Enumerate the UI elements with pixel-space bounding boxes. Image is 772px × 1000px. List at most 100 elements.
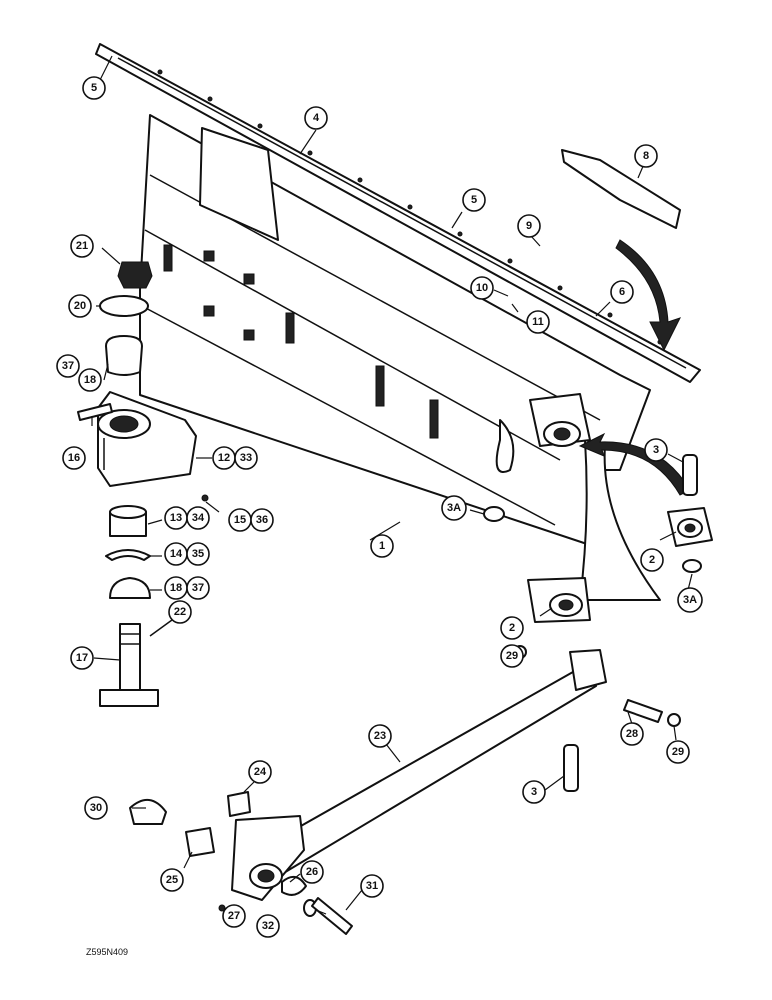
svg-text:33: 33	[240, 452, 252, 464]
upper-hinge-bracket	[495, 393, 591, 473]
svg-text:34: 34	[192, 512, 205, 524]
svg-text:3A: 3A	[683, 594, 697, 606]
svg-text:5: 5	[91, 82, 97, 94]
svg-text:15: 15	[234, 514, 246, 526]
callout-20: 20	[68, 294, 92, 318]
callout-36: 36	[250, 508, 274, 532]
callout-31: 31	[360, 874, 384, 898]
callouts: 5 4 5 6 8 9 10 11 21 20 18 37 16 12 33 1…	[56, 76, 703, 938]
callout-34: 34	[186, 506, 210, 530]
svg-text:36: 36	[256, 514, 268, 526]
callout-5-mid: 5	[462, 188, 486, 212]
callout-29-lower: 29	[666, 740, 690, 764]
callout-3a-upper: 3A	[441, 495, 467, 521]
callout-27: 27	[222, 904, 246, 928]
svg-text:21: 21	[76, 240, 88, 252]
svg-text:18: 18	[170, 582, 182, 594]
callout-37-upper: 37	[56, 354, 80, 378]
thrust-washer-20	[99, 295, 149, 317]
svg-text:2: 2	[509, 622, 515, 634]
callout-28: 28	[620, 722, 644, 746]
svg-text:22: 22	[174, 606, 186, 618]
callout-29-upper: 29	[500, 644, 524, 668]
svg-text:8: 8	[643, 150, 649, 162]
svg-text:37: 37	[192, 582, 204, 594]
callout-17: 17	[70, 646, 94, 670]
snap-ring-26	[281, 875, 307, 896]
svg-text:29: 29	[672, 746, 684, 758]
bolt-16	[77, 403, 113, 421]
svg-text:37: 37	[62, 360, 74, 372]
callout-25: 25	[160, 868, 184, 892]
callout-3a-lower: 3A	[677, 587, 703, 613]
svg-text:30: 30	[90, 802, 102, 814]
callout-35: 35	[186, 542, 210, 566]
svg-text:6: 6	[619, 286, 625, 298]
pivot-arrow	[578, 432, 691, 496]
callout-33: 33	[234, 446, 258, 470]
svg-text:3A: 3A	[447, 502, 461, 514]
svg-text:31: 31	[366, 880, 378, 892]
callout-12: 12	[212, 446, 236, 470]
callout-4: 4	[304, 106, 328, 130]
callout-3-upper: 3	[644, 438, 668, 462]
svg-text:29: 29	[506, 650, 518, 662]
callout-37-lower: 37	[186, 576, 210, 600]
svg-text:32: 32	[262, 920, 274, 932]
bushing-25	[185, 827, 215, 857]
callout-2-lower: 2	[500, 616, 524, 640]
svg-text:13: 13	[170, 512, 182, 524]
pin-lower	[563, 744, 579, 792]
svg-text:28: 28	[626, 728, 638, 740]
washer-3a-upper	[483, 506, 505, 522]
callout-18-upper: 18	[78, 368, 102, 392]
callout-26: 26	[300, 860, 324, 884]
callout-3-lower: 3	[522, 780, 546, 804]
callout-15: 15	[228, 508, 252, 532]
lower-hinge-bracket	[527, 577, 591, 623]
svg-text:10: 10	[476, 282, 488, 294]
cap-30	[129, 799, 167, 825]
svg-text:20: 20	[74, 300, 86, 312]
callout-32: 32	[256, 914, 280, 938]
svg-text:27: 27	[228, 910, 240, 922]
callout-6: 6	[610, 280, 634, 304]
svg-text:5: 5	[471, 194, 477, 206]
svg-text:9: 9	[526, 220, 532, 232]
svg-text:11: 11	[532, 316, 544, 328]
callout-9: 9	[517, 214, 541, 238]
svg-text:3: 3	[531, 786, 537, 798]
callout-30: 30	[84, 796, 108, 820]
svg-text:12: 12	[218, 452, 230, 464]
pivot-block	[667, 507, 713, 547]
cap-18-upper	[105, 335, 143, 376]
bolt-31	[311, 897, 353, 935]
castle-nut	[117, 261, 153, 289]
bushing-24	[227, 791, 251, 817]
callout-2-right: 2	[640, 548, 664, 572]
push-arm	[231, 649, 607, 901]
svg-text:16: 16	[68, 452, 80, 464]
callout-13: 13	[164, 506, 188, 530]
callout-16: 16	[62, 446, 86, 470]
callout-18-lower: 18	[164, 576, 188, 600]
pin-28	[623, 699, 663, 723]
svg-text:24: 24	[254, 766, 267, 778]
callout-23: 23	[368, 724, 392, 748]
callout-5-top: 5	[82, 76, 106, 100]
callout-8: 8	[634, 144, 658, 168]
callout-21: 21	[70, 234, 94, 258]
svg-text:17: 17	[76, 652, 88, 664]
spindle	[99, 623, 159, 707]
svg-text:2: 2	[649, 554, 655, 566]
cutting-edge-assembly	[95, 43, 701, 383]
snap-ring-29-lower	[667, 713, 681, 727]
mounting-slots	[163, 244, 439, 439]
end-bit	[561, 149, 681, 229]
pin-upper	[682, 454, 698, 496]
callout-10: 10	[470, 276, 494, 300]
cap-18-lower	[109, 577, 151, 599]
retaining-ring-14	[105, 549, 151, 561]
callout-11: 11	[526, 310, 550, 334]
